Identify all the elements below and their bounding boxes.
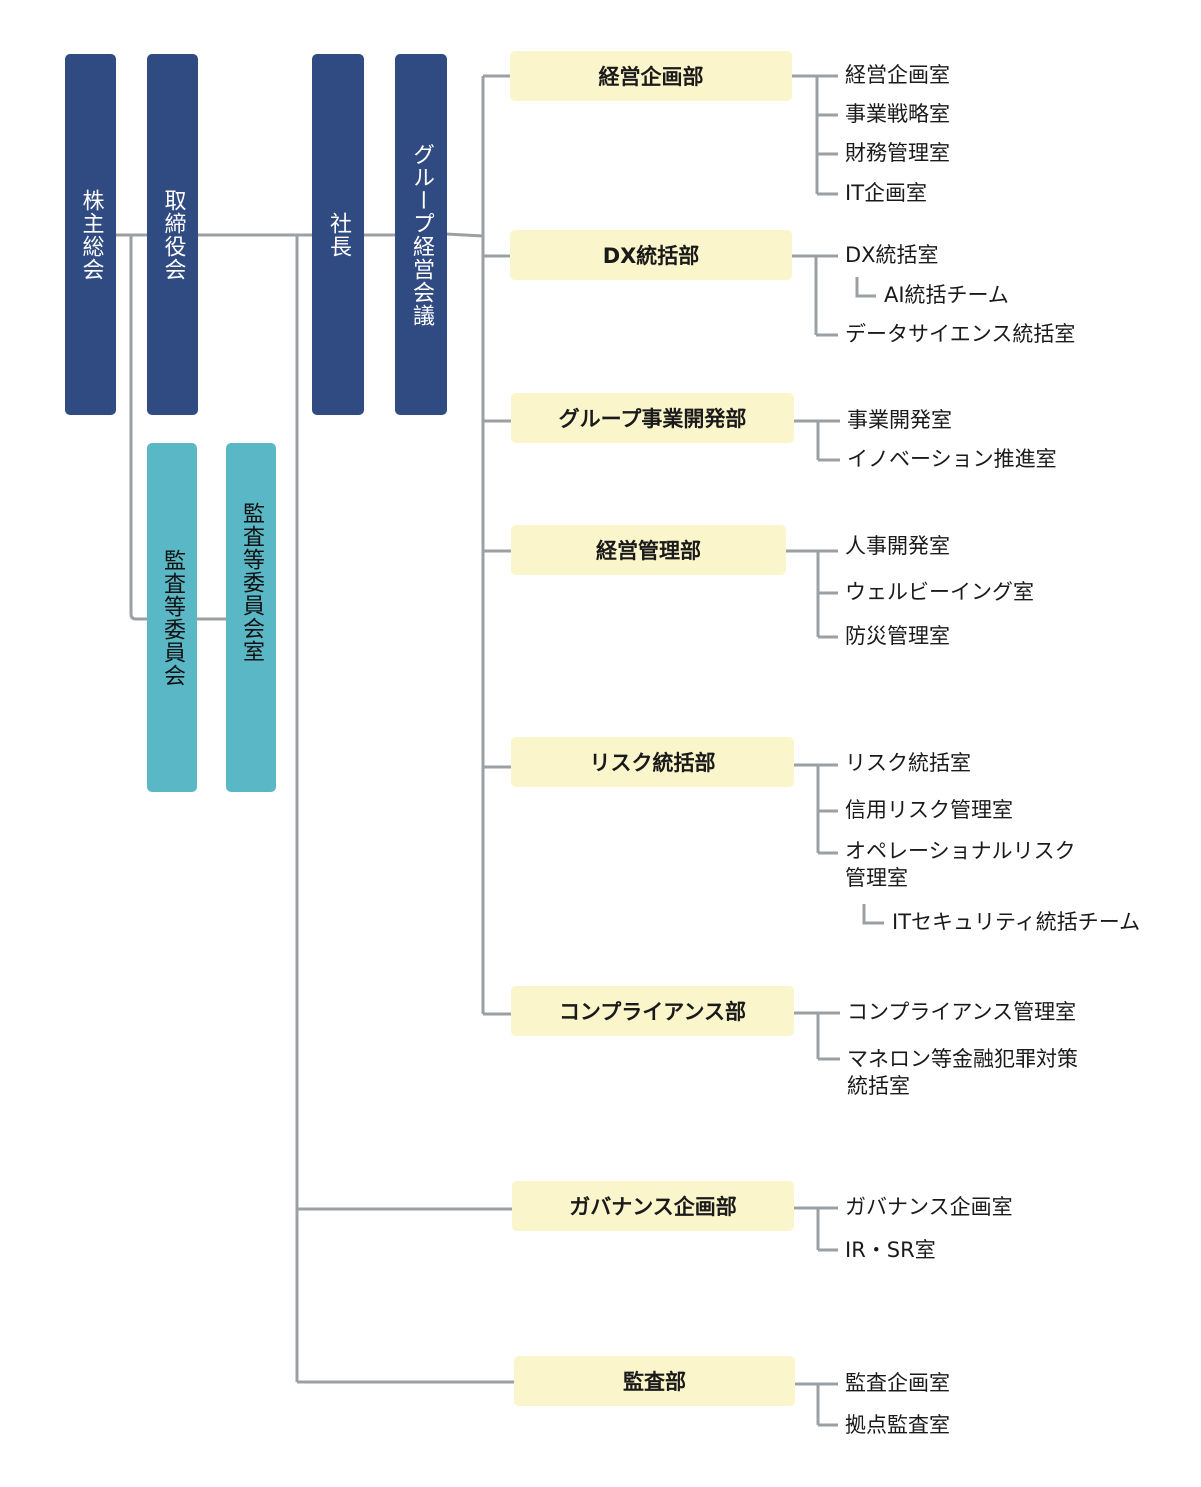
section-label: IT企画室 xyxy=(845,181,928,205)
team-label: AI統括チーム xyxy=(884,283,1009,307)
department-box: リスク統括部 xyxy=(511,737,794,787)
department-box: 経営企画部 xyxy=(510,51,792,101)
section-label: IR・SR室 xyxy=(845,1238,936,1262)
section-label: リスク統括室 xyxy=(845,751,971,775)
connector xyxy=(445,232,484,238)
department-box: DX統括部 xyxy=(510,230,792,280)
department-label: コンプライアンス部 xyxy=(558,1000,747,1024)
connector xyxy=(129,235,148,621)
section-label: ウェルビーイング室 xyxy=(845,580,1034,604)
shareholders-meeting-label: 株主総会 xyxy=(78,188,104,281)
group-management-meeting-label: グループ経営会議 xyxy=(409,142,434,327)
department-label: 監査部 xyxy=(623,1370,686,1394)
board-of-directors-box: 取締役会 xyxy=(147,54,198,415)
section-label: 人事開発室 xyxy=(845,534,950,558)
department-label: リスク統括部 xyxy=(589,751,716,775)
section-label: データサイエンス統括室 xyxy=(845,322,1076,346)
department-label: ガバナンス企画部 xyxy=(569,1195,737,1219)
department-label: 経営企画部 xyxy=(598,65,704,89)
section-label: 事業戦略室 xyxy=(845,102,950,126)
team-label: ITセキュリティ統括チーム xyxy=(892,910,1141,934)
section-label: 事業開発室 xyxy=(847,408,952,432)
section-label: コンプライアンス管理室 xyxy=(847,1000,1077,1024)
shareholders-meeting-box: 株主総会 xyxy=(65,54,116,415)
department-label: DX統括部 xyxy=(602,244,700,268)
department-label: 経営管理部 xyxy=(596,539,701,563)
section-label: マネロン等金融犯罪対策 xyxy=(847,1047,1078,1071)
connector xyxy=(862,904,884,925)
section-label: 経営企画室 xyxy=(845,63,950,87)
section-label: ガバナンス企画室 xyxy=(845,1195,1013,1219)
audit-committee-box: 監査等委員会 xyxy=(147,443,197,792)
department-box: コンプライアンス部 xyxy=(511,986,794,1036)
group-management-meeting-box: グループ経営会議 xyxy=(395,54,447,415)
president-label: 社長 xyxy=(326,211,351,258)
section-label: 信用リスク管理室 xyxy=(845,798,1013,822)
connector xyxy=(855,277,876,298)
section-label: 監査企画室 xyxy=(845,1371,950,1395)
audit-committee-label: 監査等委員会 xyxy=(160,548,185,687)
department-box: グループ事業開発部 xyxy=(511,393,794,443)
section-label: イノベーション推進室 xyxy=(847,447,1057,471)
audit-committee-office-box: 監査等委員会室 xyxy=(226,443,276,792)
section-label: 管理室 xyxy=(845,866,908,890)
department-box: 監査部 xyxy=(514,1356,795,1406)
department-box: ガバナンス企画部 xyxy=(512,1181,794,1231)
section-label: 財務管理室 xyxy=(845,141,950,165)
section-label: 拠点監査室 xyxy=(845,1413,950,1437)
board-of-directors-label: 取締役会 xyxy=(160,188,186,281)
department-box: 経営管理部 xyxy=(511,525,786,575)
president-box: 社長 xyxy=(312,54,364,415)
section-label: 統括室 xyxy=(847,1074,910,1098)
department-label: グループ事業開発部 xyxy=(558,407,747,431)
audit-committee-office-label: 監査等委員会室 xyxy=(239,502,264,663)
section-label: DX統括室 xyxy=(845,243,939,267)
section-label: 防災管理室 xyxy=(845,624,950,648)
section-label: オペレーショナルリスク xyxy=(845,839,1076,863)
